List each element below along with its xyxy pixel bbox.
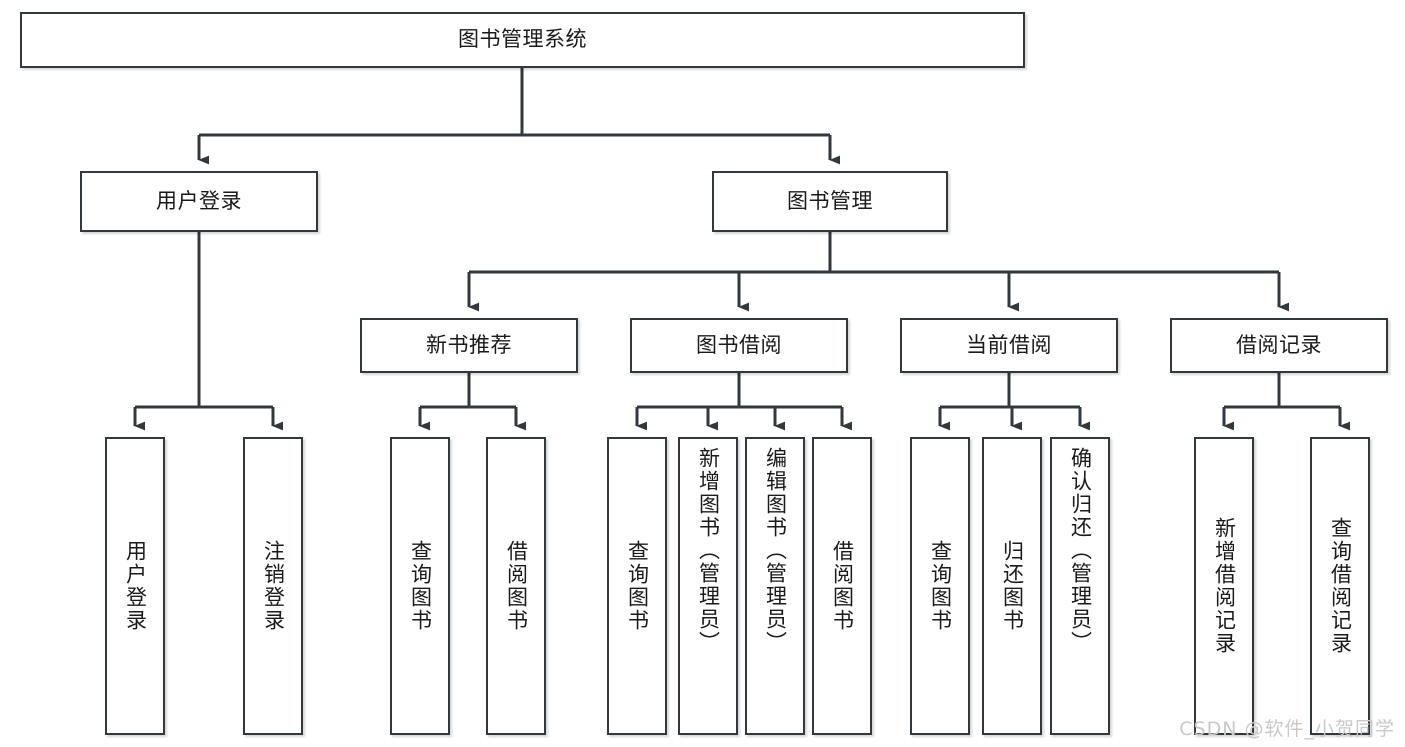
node-level3-new-book-recommendation-label: 新书推荐: [426, 332, 512, 357]
node-leaf-add-book-admin-label: 新增图书（管理员）: [696, 447, 721, 654]
node-level3-book-borrowing-label: 图书借阅: [696, 332, 782, 357]
node-level3-current-borrowing[interactable]: 当前借阅: [900, 318, 1118, 373]
node-level3-borrowing-records[interactable]: 借阅记录: [1170, 318, 1388, 373]
node-leaf-return-book-label: 归还图书: [1000, 540, 1025, 632]
node-level2-book-management[interactable]: 图书管理: [712, 171, 948, 232]
node-leaf-add-borrow-record-label: 新增借阅记录: [1212, 517, 1237, 655]
node-leaf-query-book-borrow-label: 查询图书: [625, 540, 650, 632]
node-leaf-logout-label: 注销登录: [261, 540, 286, 632]
node-level2-user-login-label: 用户登录: [156, 188, 242, 213]
node-leaf-edit-book-admin[interactable]: 编辑图书（管理员）: [745, 437, 805, 735]
node-level3-current-borrowing-label: 当前借阅: [966, 332, 1052, 357]
node-leaf-confirm-return-admin[interactable]: 确认归还（管理员）: [1050, 437, 1110, 735]
node-leaf-logout[interactable]: 注销登录: [243, 437, 303, 735]
node-leaf-add-borrow-record[interactable]: 新增借阅记录: [1194, 437, 1254, 735]
node-leaf-query-book-rec[interactable]: 查询图书: [390, 437, 450, 735]
node-leaf-borrow-book-rec-label: 借阅图书: [504, 540, 529, 632]
node-leaf-query-book-current-label: 查询图书: [928, 540, 953, 632]
node-leaf-edit-book-admin-label: 编辑图书（管理员）: [763, 447, 788, 654]
node-leaf-query-book-borrow[interactable]: 查询图书: [607, 437, 667, 735]
node-leaf-borrow-book-rec[interactable]: 借阅图书: [486, 437, 546, 735]
node-leaf-borrow-book[interactable]: 借阅图书: [812, 437, 872, 735]
node-leaf-query-book-rec-label: 查询图书: [408, 540, 433, 632]
node-level2-book-management-label: 图书管理: [787, 188, 873, 213]
node-level3-borrowing-records-label: 借阅记录: [1236, 332, 1322, 357]
node-leaf-query-borrow-record[interactable]: 查询借阅记录: [1310, 437, 1370, 735]
node-level2-user-login[interactable]: 用户登录: [80, 171, 318, 232]
watermark-text: CSDN @软件_小贺同学: [1179, 718, 1395, 740]
node-root-label: 图书管理系统: [458, 27, 587, 52]
node-level3-book-borrowing[interactable]: 图书借阅: [630, 318, 848, 373]
node-leaf-borrow-book-label: 借阅图书: [830, 540, 855, 632]
node-level3-new-book-recommendation[interactable]: 新书推荐: [360, 318, 578, 373]
node-leaf-return-book[interactable]: 归还图书: [982, 437, 1042, 735]
node-leaf-query-borrow-record-label: 查询借阅记录: [1328, 517, 1353, 655]
node-leaf-query-book-current[interactable]: 查询图书: [910, 437, 970, 735]
node-leaf-add-book-admin[interactable]: 新增图书（管理员）: [678, 437, 738, 735]
node-leaf-user-login-label: 用户登录: [123, 540, 148, 632]
node-root[interactable]: 图书管理系统: [20, 12, 1025, 68]
node-leaf-user-login[interactable]: 用户登录: [105, 437, 165, 735]
node-leaf-confirm-return-admin-label: 确认归还（管理员）: [1068, 447, 1093, 654]
